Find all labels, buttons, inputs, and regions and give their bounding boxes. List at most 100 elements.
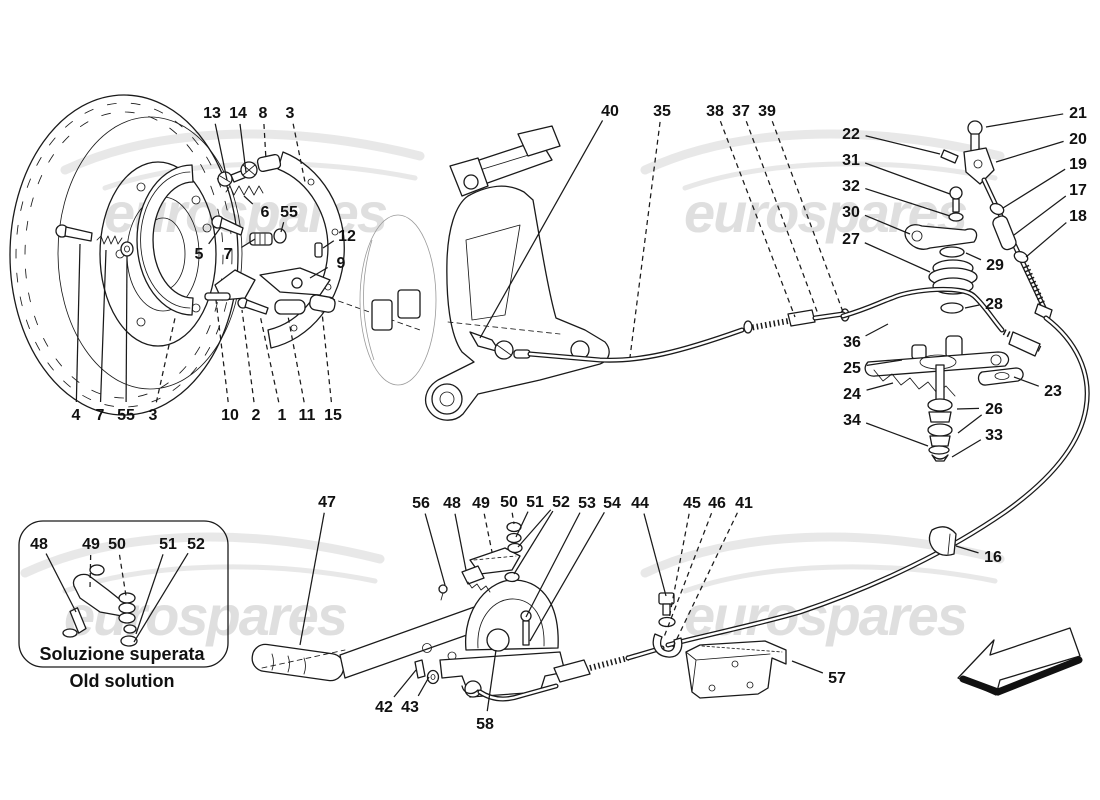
cable-clip [928,526,957,556]
callout-48: 48 [30,536,77,613]
callout-number: 50 [108,536,126,553]
callout-37: 37 [732,103,819,315]
handbrake-lever [251,521,665,702]
callout-leader [133,552,189,643]
callout-number: 54 [603,495,621,512]
callout-33: 33 [951,427,1003,458]
callout-number: 27 [842,231,860,248]
callout-leader [309,266,328,279]
callout-leader [118,554,127,597]
callout-number: 29 [986,257,1004,274]
callout-number: 49 [82,536,100,553]
callout-number: 46 [708,495,726,512]
callout-7: 7 [224,238,256,263]
callout-14: 14 [229,105,247,173]
equalizer-assembly [652,592,683,658]
callout-27: 27 [842,231,931,273]
callout-leader [643,513,667,597]
callout-leader [424,513,446,586]
callout-leader [75,243,81,403]
callout-51: 51 [135,536,177,635]
callout-leader [663,512,713,638]
callout-leader [454,513,467,571]
callout-22: 22 [842,126,941,155]
callout-leader [280,222,285,233]
callout-leader [243,195,254,205]
callout-leader [745,121,819,315]
callout-number: 49 [472,495,490,512]
callout-number: 55 [280,204,298,221]
callout-number: 51 [526,494,544,511]
callout-leader [155,317,176,403]
callout-47: 47 [299,494,336,646]
callout-leader [208,226,222,245]
callout-number: 40 [601,103,619,120]
callout-number: 15 [324,407,342,424]
callout-number: 43 [401,699,419,716]
callout-number: 50 [500,494,518,511]
callout-leader [513,510,554,575]
callout-leader [1025,222,1067,258]
callout-35: 35 [629,103,671,358]
callout-leader [1002,168,1066,209]
callout-leader [964,304,980,309]
pulley-assembly [840,120,1053,462]
callout-58: 58 [476,649,497,733]
callout-number: 32 [842,178,860,195]
callout-number: 47 [318,494,336,511]
callout-leader [957,414,983,434]
old-solution-mini-assembly [62,564,138,647]
callout-16: 16 [955,545,1002,566]
callout-number: 58 [476,716,494,733]
callout-number: 31 [842,152,860,169]
mounting-bracket [685,640,787,699]
callout-12: 12 [322,228,356,249]
callout-number: 48 [443,495,461,512]
callout-number: 36 [843,334,861,351]
callout-52: 52 [513,494,570,575]
callout-42: 42 [375,669,417,716]
callout-number: 51 [159,536,177,553]
callout-number: 57 [828,670,846,687]
callout-leader [791,660,824,674]
brake-shoe-left [136,164,194,316]
callout-number: 9 [337,255,346,272]
callout-leader [866,359,903,366]
callout-number: 17 [1069,182,1087,199]
callout-number: 28 [985,296,1003,313]
brake-disc [9,94,243,416]
callout-50: 50 [108,536,127,597]
shoe-adjuster-parts [211,153,323,258]
callout-leader [955,545,979,554]
callout-leader [864,242,931,273]
callout-number: 53 [578,495,596,512]
callout-8: 8 [259,105,268,161]
callout-45: 45 [668,495,701,620]
callout-52: 52 [133,536,205,643]
callout-leader [965,252,982,261]
callout-leader [299,512,325,646]
callout-number: 30 [842,204,860,221]
callout-leader [1013,195,1067,236]
callout-number: 1 [278,407,287,424]
callout-20: 20 [995,131,1087,163]
callout-leader [321,311,333,403]
callout-number: 45 [683,495,701,512]
callout-leader [45,553,77,613]
callout-leader [671,512,738,650]
callout-number: 20 [1069,131,1087,148]
callout-leader [865,422,929,447]
callout-38: 38 [706,103,796,318]
callout-leader [864,214,911,235]
callout-number: 38 [706,103,724,120]
callout-number: 19 [1069,156,1087,173]
callout-number: 24 [843,386,861,403]
callout-36: 36 [843,323,889,351]
callout-leader [89,554,92,589]
callout-34: 34 [843,412,929,447]
callout-number: 11 [299,407,316,424]
callout-number: 52 [552,494,570,511]
callout-leader [1013,376,1039,387]
callout-leader [865,135,941,155]
